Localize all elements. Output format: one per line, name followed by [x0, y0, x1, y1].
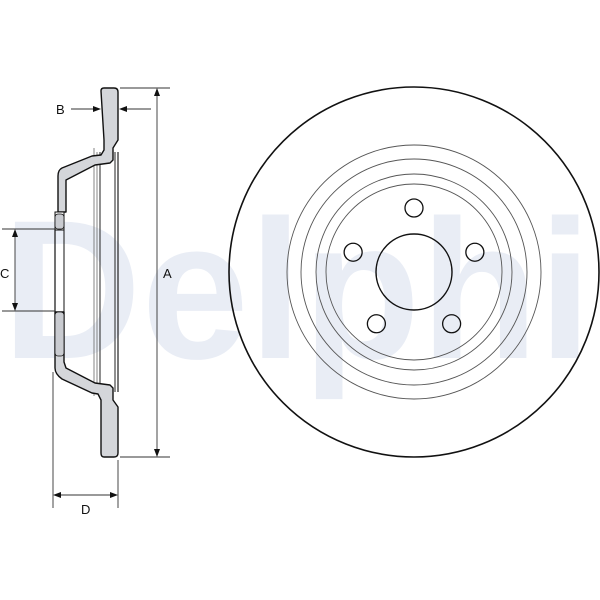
- front-view: [228, 86, 600, 458]
- disc-ring-1: [286, 144, 542, 400]
- dimension-arrowheads: [12, 88, 160, 498]
- dimension-label-d: D: [81, 502, 90, 517]
- bolt-hole: [366, 314, 387, 334]
- disc-outer-edge: [228, 86, 600, 458]
- center-bore: [375, 233, 453, 311]
- bolt-hole: [343, 242, 363, 262]
- dimension-label-c: C: [0, 266, 9, 281]
- disc-ring-4: [325, 183, 503, 361]
- disc-ring-3: [315, 173, 513, 371]
- delphi-watermark: Delphi: [2, 179, 592, 400]
- disc-ring-2: [300, 158, 528, 386]
- bolt-hole: [465, 242, 485, 262]
- hat-pad-lower: [54, 311, 65, 357]
- hat-pad-upper: [54, 213, 65, 230]
- lower-section-profile: [54, 311, 119, 458]
- dimension-label-a: A: [163, 266, 172, 281]
- upper-section-profile: [57, 87, 119, 213]
- bolt-hole: [404, 198, 424, 218]
- bolt-hole: [441, 314, 462, 334]
- dimension-label-b: B: [56, 102, 65, 117]
- side-section-view: [54, 87, 119, 458]
